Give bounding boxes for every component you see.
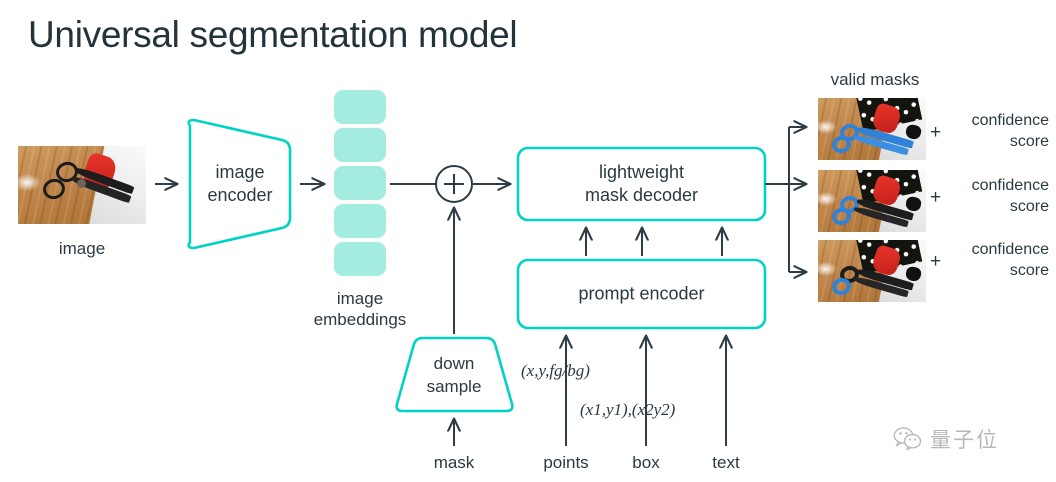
mask-2-plus: + [930, 187, 942, 208]
mask-1-plus: + [930, 122, 942, 143]
output-mask-thumbnail-2[interactable] [818, 170, 926, 232]
output-mask-thumbnail-3[interactable] [818, 240, 926, 302]
down-sample-label-line2: sample [426, 376, 482, 396]
mask-1-confidence-line2: score [1009, 133, 1049, 150]
image-encoder-block[interactable]: image encoder [190, 120, 290, 248]
output-mask-thumbnail-1[interactable] [818, 98, 926, 160]
down-sample-label-line1: down [433, 353, 475, 373]
input-image-thumbnail [18, 146, 146, 224]
watermark-text: 量子位 [930, 428, 999, 452]
mask-2-confidence-label: confidence score [941, 175, 1049, 217]
page-title: Universal segmentation model [28, 14, 518, 55]
watermark: 量子位 [893, 424, 999, 454]
mask-3-plus: + [930, 251, 942, 272]
mask-decoder-block[interactable]: lightweight mask decoder [518, 148, 765, 220]
light-glint [18, 174, 42, 192]
mask-3-confidence-line1: confidence [971, 241, 1049, 258]
mask-2-confidence-line2: score [1009, 198, 1049, 215]
mask-decoder-label-line1: lightweight [598, 162, 685, 182]
embedding-block-1 [334, 90, 386, 124]
prompt-label-mask[interactable]: mask [433, 453, 475, 472]
mask-decoder-label: lightweight mask decoder [518, 161, 765, 207]
light-glint [818, 120, 838, 134]
mask-3-confidence-line2: score [1009, 262, 1049, 279]
embedding-block-5 [334, 242, 386, 276]
prompt-label-text[interactable]: text [712, 453, 740, 472]
prompt-label-points[interactable]: points [543, 453, 589, 472]
image-encoder-label-line1: image [215, 162, 265, 182]
image-encoder-label: image encoder [190, 161, 290, 207]
embedding-block-3 [334, 166, 386, 200]
light-glint [818, 192, 838, 206]
wechat-icon [893, 427, 922, 451]
scissors-pivot [77, 179, 86, 188]
light-glint [818, 262, 838, 276]
prompt-label-box[interactable]: box [632, 453, 660, 472]
mask-2-confidence-line1: confidence [971, 177, 1049, 194]
points-annotation: (x,y,fg/bg) [521, 361, 590, 380]
image-encoder-label-line2: encoder [207, 185, 273, 205]
mask-3-confidence-label: confidence score [941, 239, 1049, 281]
mask-1-confidence-line1: confidence [971, 112, 1049, 129]
prompt-encoder-box [516, 258, 767, 330]
mask-1-confidence-label: confidence score [941, 110, 1049, 152]
image-encoder-shape [187, 118, 292, 250]
box-annotation: (x1,y1),(x2y2) [580, 400, 676, 419]
image-embeddings-label-line2: embeddings [313, 310, 407, 329]
down-sample-block[interactable]: down sample [398, 338, 510, 411]
prompt-encoder-block[interactable]: prompt encoder [518, 260, 765, 328]
valid-masks-label: valid masks [830, 70, 920, 89]
embedding-block-4 [334, 204, 386, 238]
mask-decoder-label-line2: mask decoder [584, 185, 699, 205]
down-sample-label: down sample [398, 352, 510, 398]
down-sample-shape [395, 336, 514, 413]
image-embeddings-label-line1: image [336, 289, 384, 308]
image-embeddings-label: image embeddings [290, 288, 430, 330]
embedding-block-2 [334, 128, 386, 162]
prompt-encoder-label: prompt encoder [578, 283, 705, 304]
input-image-caption: image [58, 239, 106, 258]
